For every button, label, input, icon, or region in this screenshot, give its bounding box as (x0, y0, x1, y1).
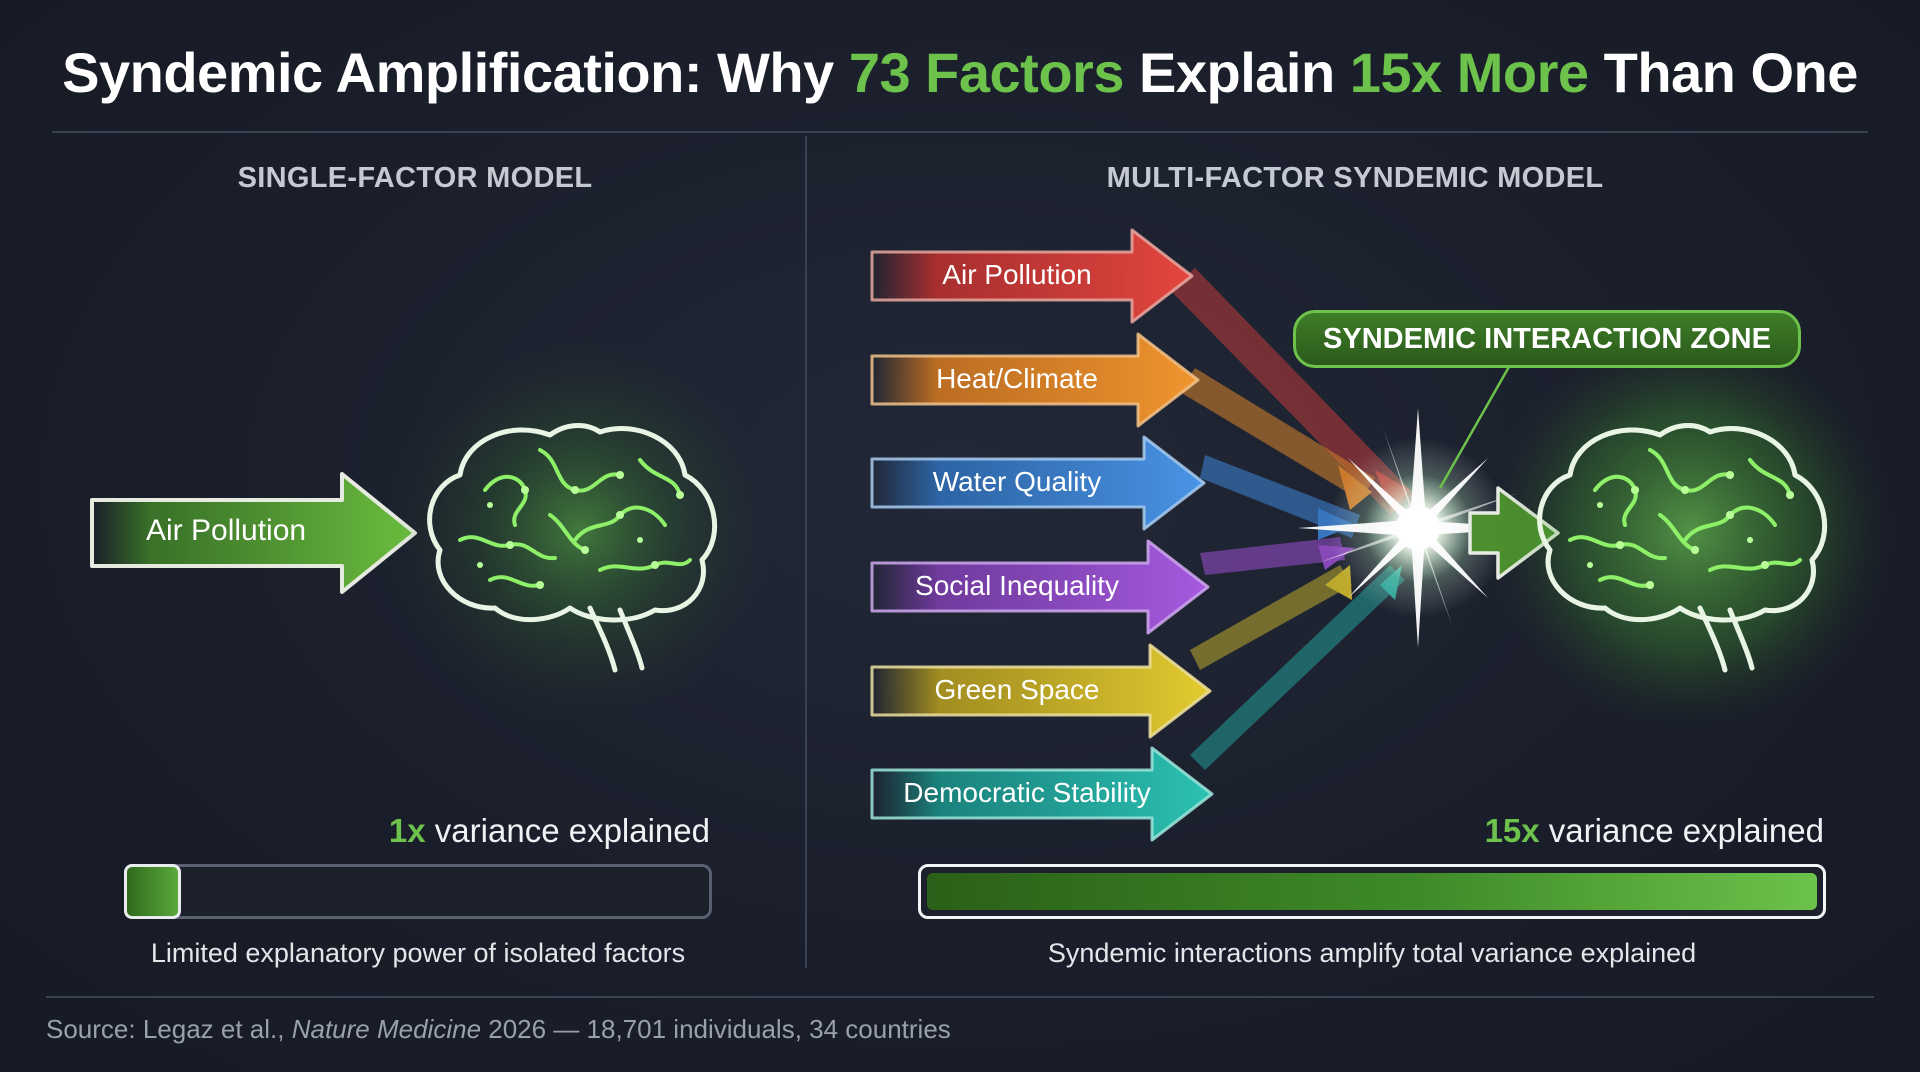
left-variance-bar (124, 864, 712, 919)
zone-leader-line (1438, 364, 1512, 489)
left-variance-text: variance explained (425, 812, 710, 849)
factor-label-social-inequality: Social Inequality (915, 570, 1119, 601)
left-panel-heading: SINGLE-FACTOR MODEL (237, 162, 593, 194)
page-title: Syndemic Amplification: Why 73 Factors E… (0, 40, 1920, 105)
title-part-3: Than One (1588, 41, 1859, 104)
right-variance-fill (927, 873, 1817, 910)
factor-arrow-green-space (870, 643, 1212, 739)
title-highlight-factors: 73 Factors (848, 41, 1125, 104)
starburst-icon (1298, 408, 1538, 648)
right-variance-text: variance explained (1539, 812, 1824, 849)
factor-arrow-water-quality (870, 435, 1206, 531)
syndemic-zone-callout: SYNDEMIC INTERACTION ZONE (1293, 310, 1801, 368)
right-panel-heading: MULTI-FACTOR SYNDEMIC MODEL (1106, 162, 1604, 194)
factor-label-air-pollution: Air Pollution (942, 259, 1092, 290)
left-multiplier: 1x (388, 812, 426, 849)
right-caption: Syndemic interactions amplify total vari… (1047, 938, 1697, 968)
source-citation: Source: Legaz et al., Nature Medicine 20… (46, 1014, 951, 1045)
factor-arrow-social-inequality (870, 539, 1210, 635)
factor-arrow-democratic-stability (870, 746, 1214, 842)
factor-label-green-space: Green Space (934, 674, 1100, 705)
title-divider (52, 131, 1868, 133)
right-multiplier: 15x (1484, 812, 1540, 849)
title-highlight-multiplier: 15x More (1349, 41, 1589, 104)
source-suffix: 2026 — 18,701 individuals, 34 countries (481, 1014, 951, 1044)
left-brain-icon (390, 340, 770, 720)
left-factor-arrow (90, 472, 417, 594)
footer-divider (46, 996, 1874, 998)
factor-arrow-heat-climate (870, 332, 1200, 428)
left-caption: Limited explanatory power of isolated fa… (150, 938, 686, 968)
left-factor-label: Air Pollution (146, 514, 307, 547)
left-variance-label: 1x variance explained (389, 812, 710, 850)
panel-divider (805, 136, 807, 968)
syndemic-zone-label: SYNDEMIC INTERACTION ZONE (1323, 322, 1771, 355)
title-part-1: Syndemic Amplification: Why (62, 41, 849, 104)
source-prefix: Source: Legaz et al., (46, 1014, 292, 1044)
left-variance-fill (124, 864, 181, 919)
factor-label-heat-climate: Heat/Climate (936, 363, 1098, 394)
source-journal: Nature Medicine (291, 1014, 482, 1044)
factor-arrow-air-pollution (870, 228, 1194, 324)
right-variance-label: 15x variance explained (1485, 812, 1824, 850)
right-brain-icon (1490, 330, 1890, 730)
factor-label-democratic-stability: Democratic Stability (903, 777, 1151, 808)
title-part-2: Explain (1123, 41, 1350, 104)
right-variance-bar (918, 864, 1826, 919)
factor-label-water-quality: Water Quality (932, 466, 1102, 497)
